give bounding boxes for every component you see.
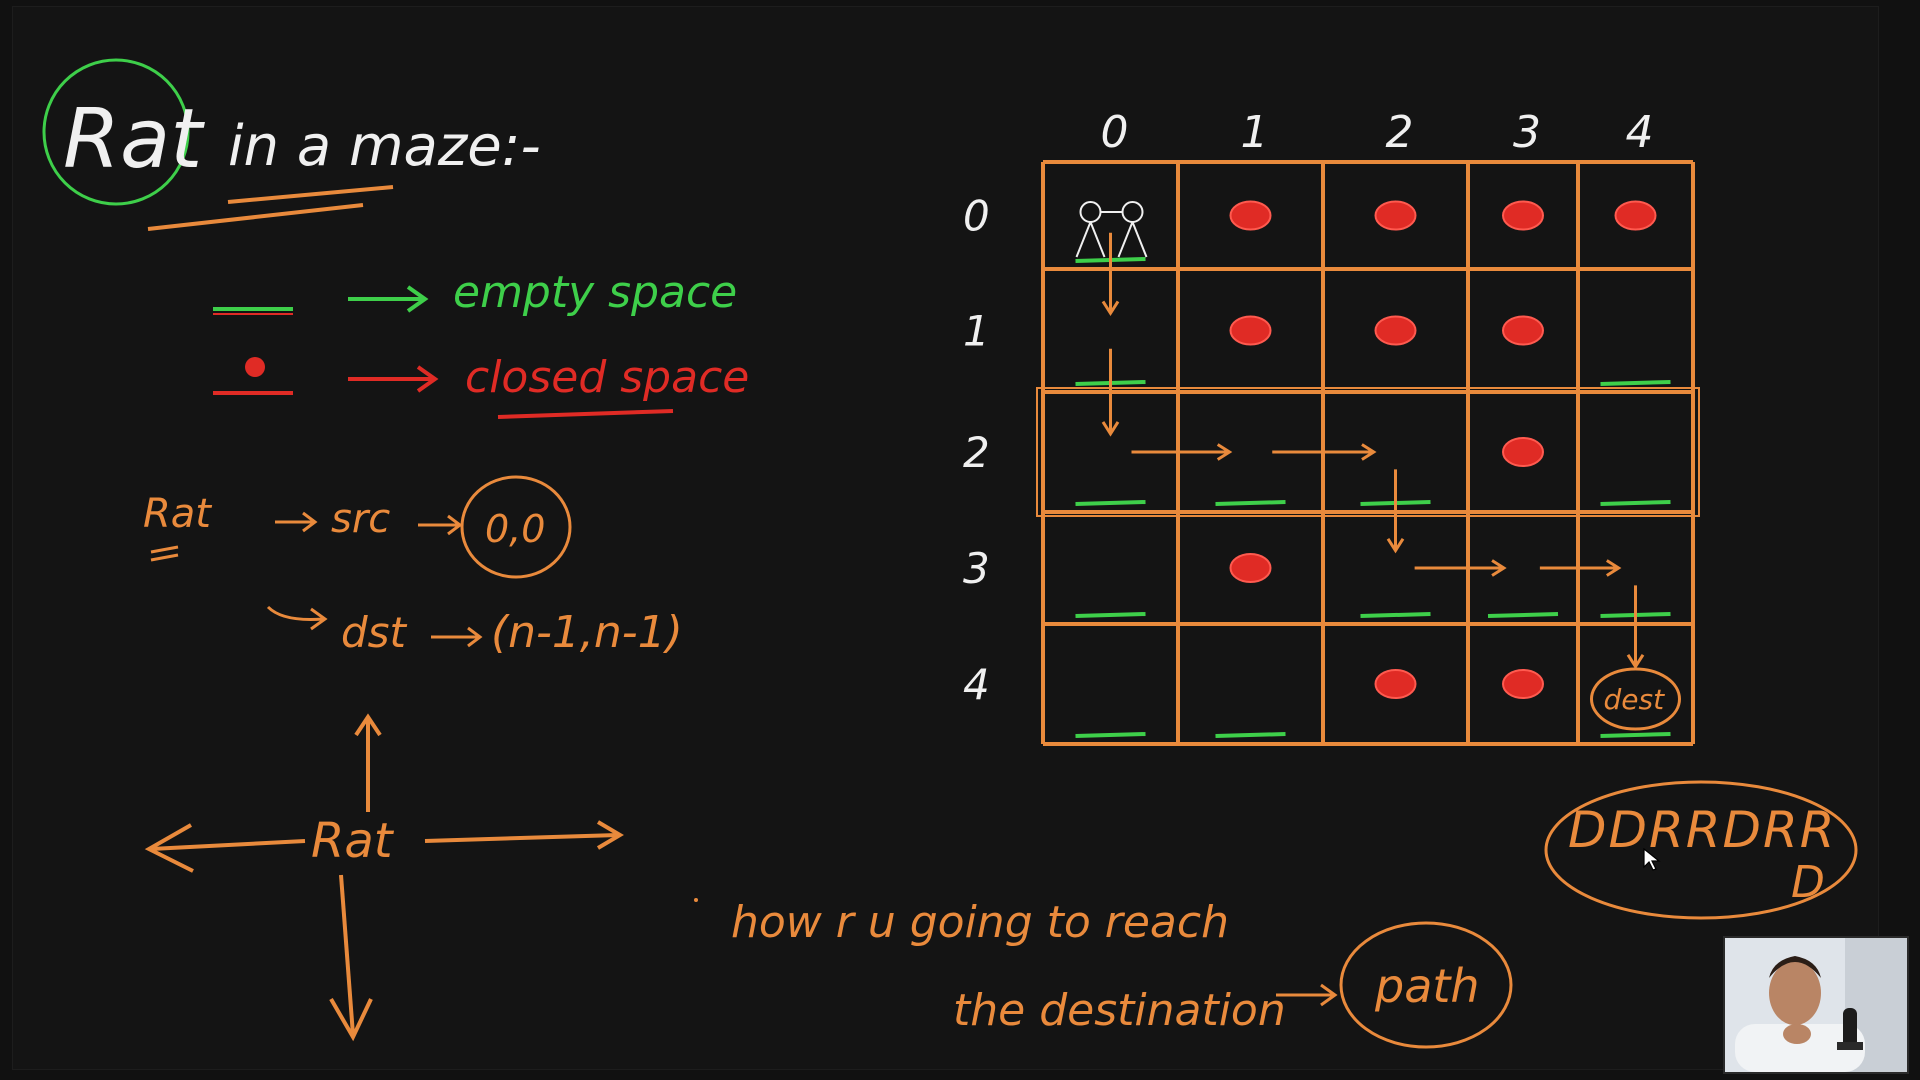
maze-row-label: 3	[963, 544, 990, 593]
maze-col-label: 3	[1513, 107, 1541, 158]
dst-label: dst	[341, 608, 408, 657]
src-value: 0,0	[485, 507, 545, 551]
maze-closed-cell	[1229, 200, 1272, 231]
maze-empty-mark	[1075, 732, 1146, 738]
closed-arrow-icon	[348, 365, 439, 393]
empty-space-label: empty space	[453, 267, 737, 318]
title-circle	[42, 58, 190, 206]
maze-empty-mark	[1600, 732, 1671, 738]
maze-path-arrowhead	[1491, 559, 1507, 577]
direction-diagram: Rat	[144, 713, 624, 1042]
rat-body-icon	[1075, 211, 1148, 258]
maze-empty-mark	[1600, 500, 1671, 506]
src-arrow-2-icon	[418, 514, 463, 536]
maze-empty-mark	[1215, 500, 1286, 506]
maze-empty-mark	[1360, 612, 1431, 618]
maze-row-highlight	[1036, 387, 1700, 517]
question-line-1: how r u going to reach	[731, 897, 1229, 948]
maze-empty-mark	[1215, 732, 1286, 738]
maze-empty-mark	[1075, 612, 1146, 618]
whiteboard-canvas: Rat in a maze:- empty space	[12, 6, 1879, 1070]
question-answer: path	[1374, 959, 1480, 1013]
answer-path-line-1: DDRRDRR	[1568, 801, 1836, 859]
src-value-circle	[460, 475, 572, 579]
rat-notes-underline	[150, 545, 179, 554]
maze-path-arrowhead	[1101, 300, 1120, 317]
legend: empty space closed space	[213, 267, 749, 419]
maze-empty-mark	[1487, 612, 1559, 618]
up-arrow-icon	[354, 713, 382, 812]
maze-empty-mark	[1075, 500, 1146, 506]
maze-closed-cell	[1374, 669, 1417, 699]
rat-head-icon	[1121, 201, 1144, 223]
maze-path-arrowhead	[1386, 537, 1405, 554]
rat-head-icon	[1079, 201, 1102, 223]
right-arrow-icon	[424, 820, 624, 850]
empty-arrow-icon	[348, 285, 429, 313]
maze-closed-cell	[1374, 200, 1417, 231]
maze-path-arrowhead	[1216, 443, 1233, 461]
answer-path-line-2: D	[1791, 857, 1825, 908]
maze-row-label: 1	[963, 307, 990, 356]
maze-path-arrowhead	[1101, 421, 1120, 437]
question-arrow-icon	[1276, 983, 1338, 1007]
rat-notes-label: Rat	[143, 491, 212, 537]
title-group: Rat in a maze:-	[42, 58, 541, 231]
maze-closed-cell	[1229, 553, 1272, 583]
maze-grid: 0 1 2 3 4 0 1 2 3 4 dest	[963, 107, 1700, 746]
maze-col-label: 0	[1101, 107, 1129, 158]
microphone-icon	[1843, 1008, 1857, 1048]
src-label: src	[331, 496, 390, 542]
question-line-2: the destination	[953, 985, 1286, 1036]
presenter-hair	[1769, 956, 1821, 978]
maze-empty-mark	[1600, 380, 1671, 386]
dst-value: (n-1,n-1)	[491, 607, 683, 658]
maze-col-label: 2	[1386, 107, 1414, 158]
mouse-cursor-icon	[1643, 847, 1661, 872]
maze-path-arrowhead	[1361, 443, 1377, 461]
presenter-face	[1769, 961, 1821, 1025]
title-rest: in a maze:-	[228, 114, 541, 179]
webcam-overlay	[1723, 936, 1909, 1074]
dst-arrow-2-icon	[431, 626, 483, 648]
maze-row-label: 0	[963, 192, 990, 241]
maze-row-label: 4	[963, 660, 990, 709]
down-arrow-icon	[329, 874, 373, 1042]
closed-space-underline	[497, 409, 674, 419]
closed-space-dot	[245, 357, 265, 377]
presenter-shirt	[1735, 1024, 1865, 1072]
src-arrow-icon	[275, 511, 318, 533]
title-circled-word: Rat	[63, 92, 205, 187]
maze-closed-cell	[1502, 315, 1544, 346]
rat-notes: Rat src 0,0 dst	[143, 475, 683, 658]
maze-closed-cell	[1614, 200, 1657, 231]
maze-closed-cell	[1502, 200, 1544, 231]
whiteboard-drawing: Rat in a maze:- empty space	[42, 58, 1858, 1049]
dst-arrow-icon	[266, 605, 328, 631]
presenter-hand	[1783, 1024, 1811, 1044]
maze-path-arrowhead	[1626, 653, 1645, 670]
maze-path-arrowhead	[1606, 559, 1622, 577]
maze-closed-cell	[1229, 315, 1272, 346]
answer-circle	[1339, 921, 1513, 1049]
answer-path-ellipse	[1544, 780, 1858, 920]
dest-label: dest	[1604, 683, 1666, 716]
maze-row-label: 2	[963, 428, 990, 477]
answer-path: DDRRDRR D	[1544, 780, 1858, 920]
question: how r u going to reach the destination p…	[694, 897, 1513, 1049]
closed-space-label: closed space	[465, 352, 749, 403]
title-underline-2	[147, 203, 364, 231]
maze-closed-cell	[1502, 437, 1544, 467]
maze-closed-cell	[1374, 315, 1417, 346]
maze-closed-cell	[1502, 669, 1544, 699]
maze-col-label: 1	[1241, 107, 1269, 158]
left-arrow-icon	[144, 823, 306, 873]
direction-center-label: Rat	[311, 813, 395, 869]
title-underline-1	[227, 185, 394, 204]
maze-col-label: 4	[1626, 107, 1654, 158]
